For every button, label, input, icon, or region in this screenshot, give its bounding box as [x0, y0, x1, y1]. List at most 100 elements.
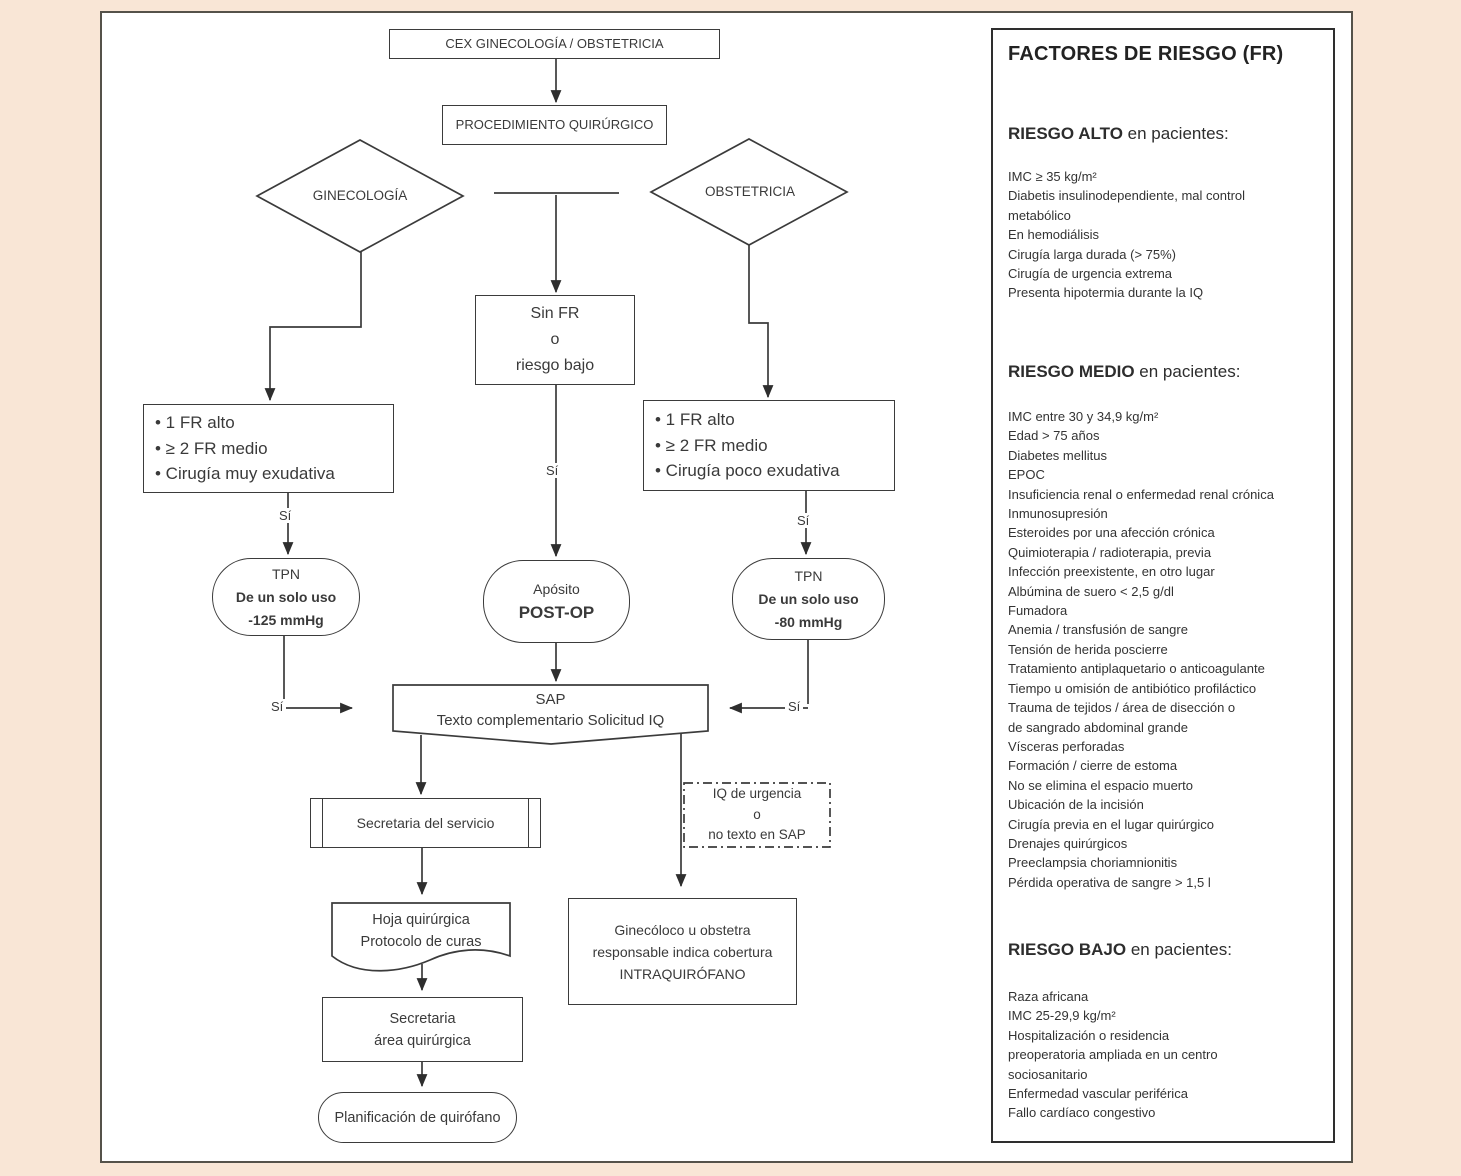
- ginecologia-label: GINECOLOGÍA: [262, 183, 458, 209]
- aposito-node: Apósito POST-OP: [483, 560, 630, 643]
- riesgo-medio-heading: RIESGO MEDIO en pacientes:: [1008, 362, 1325, 382]
- risk-item: Tensión de herida poscierre: [1008, 641, 1168, 657]
- sin-fr-line: Sin FR: [530, 305, 580, 322]
- planificacion-node: Planificación de quirófano: [318, 1092, 517, 1143]
- cex-node: CEX GINECOLOGÍA / OBSTETRICIA: [389, 29, 720, 59]
- risk-item: Fumadora: [1008, 603, 1068, 619]
- risk-item: IMC ≥ 35 kg/m²: [1008, 169, 1097, 184]
- risk-item: Cirugía larga durada (> 75%): [1008, 246, 1177, 262]
- obstetricia-criteria-node: • 1 FR alto• ≥ 2 FR medio• Cirugía poco …: [643, 400, 895, 491]
- tpn-left-line1: TPN: [272, 565, 300, 582]
- hoja-line: Protocolo de curas: [360, 934, 482, 950]
- riesgo-bajo-heading-suffix: en pacientes:: [1126, 940, 1232, 959]
- iq-urgencia-dashed-box: [683, 782, 831, 848]
- risk-item: Infección preexistente, en otro lugar: [1008, 564, 1215, 580]
- risk-item: sociosanitario: [1008, 1066, 1088, 1082]
- risk-item: Pérdida operativa de sangre > 1,5 l: [1008, 874, 1211, 890]
- intraquirofano-line: Ginecóloco u obstetra: [614, 921, 751, 938]
- obstetricia-text: OBSTETRICIA: [704, 184, 795, 200]
- risk-item: metabólico: [1008, 207, 1071, 223]
- risk-panel-title: FACTORES DE RIESGO (FR): [1008, 43, 1284, 65]
- si-label-tpn-left: Sí: [268, 699, 287, 714]
- sin-fr-node: Sin FR o riesgo bajo: [475, 295, 635, 385]
- tpn-left-node: TPN De un solo uso -125 mmHg: [212, 558, 360, 636]
- risk-item: Ubicación de la incisión: [1008, 797, 1144, 813]
- risk-item: de sangrado abdominal grande: [1008, 719, 1188, 735]
- si-label-obst: Sí: [794, 513, 813, 528]
- risk-item: preoperatoria ampliada en un centro: [1008, 1047, 1218, 1063]
- riesgo-alto-list: IMC ≥ 35 kg/m² Diabetis insulinodependien…: [1008, 167, 1325, 303]
- intraquirofano-line: INTRAQUIRÓFANO: [619, 965, 746, 982]
- secretaria-area-line: Secretaria: [389, 1010, 456, 1027]
- risk-item: Hospitalización o residencia: [1008, 1027, 1170, 1043]
- riesgo-bajo-heading: RIESGO BAJO en pacientes:: [1008, 940, 1325, 960]
- risk-item: Diabetis insulinodependiente, mal contro…: [1008, 188, 1246, 204]
- criteria-line: • ≥ 2 FR medio: [155, 438, 268, 458]
- secretaria-servicio-label: Secretaria del servicio: [356, 814, 495, 831]
- riesgo-bajo-heading-bold: RIESGO BAJO: [1008, 940, 1127, 959]
- risk-item: Formación / cierre de estoma: [1008, 758, 1178, 774]
- risk-item: Raza africana: [1008, 989, 1089, 1004]
- procedimiento-label: PROCEDIMIENTO QUIRÚRGICO: [455, 116, 654, 132]
- si-label-center: Sí: [543, 463, 562, 478]
- risk-item: Presenta hipotermia durante la IQ: [1008, 285, 1204, 301]
- risk-item: Cirugía previa en el lugar quirúrgico: [1008, 816, 1214, 832]
- tpn-right-line1: TPN: [794, 567, 823, 584]
- risk-item: No se elimina el espacio muerto: [1008, 777, 1193, 793]
- ginecologia-criteria-node: • 1 FR alto• ≥ 2 FR medio• Cirugía muy e…: [143, 404, 394, 493]
- iq-urgencia-line: o: [753, 806, 761, 822]
- risk-item: Diabetes mellitus: [1008, 447, 1107, 463]
- tpn-right-line2: De un solo uso: [758, 590, 859, 607]
- risk-item: Inmunosupresión: [1008, 506, 1108, 522]
- hoja-document-shape: [331, 902, 511, 972]
- planificacion-label: Planificación de quirófano: [334, 1109, 501, 1126]
- risk-item: Esteroides por una afección crónica: [1008, 525, 1215, 541]
- tpn-right-line3: -80 mmHg: [774, 613, 843, 630]
- si-label-gine: Sí: [276, 508, 295, 523]
- risk-item: Enfermedad vascular periférica: [1008, 1086, 1188, 1102]
- risk-item: Edad > 75 años: [1008, 428, 1100, 444]
- obstetricia-label: OBSTETRICIA: [655, 179, 845, 205]
- predefined-process-bar-right: [528, 798, 529, 848]
- arrow-obstetricia-to-criteria: [748, 245, 774, 399]
- ginecologia-diamond: [255, 139, 465, 253]
- sap-line2: Texto complementario Solicitud IQ: [436, 712, 665, 729]
- risk-item: En hemodiálisis: [1008, 227, 1100, 243]
- iq-urgencia-line: IQ de urgencia: [712, 786, 802, 802]
- risk-item: IMC entre 30 y 34,9 kg/m²: [1008, 409, 1159, 424]
- riesgo-alto-heading-suffix: en pacientes:: [1122, 124, 1229, 143]
- obstetricia-diamond: [649, 138, 849, 246]
- riesgo-alto-heading: RIESGO ALTO en pacientes:: [1008, 124, 1325, 144]
- secretaria-servicio-node: Secretaria del servicio: [310, 798, 541, 848]
- sap-banner-shape: [392, 684, 709, 745]
- risk-item: Trauma de tejidos / área de disección o: [1008, 700, 1236, 716]
- riesgo-medio-heading-suffix: en pacientes:: [1134, 362, 1241, 381]
- arrow-ginecologia-to-criteria: [264, 252, 362, 402]
- criteria-line: • 1 FR alto: [155, 413, 235, 433]
- risk-item: Tratamiento antiplaquetario o anticoagul…: [1008, 661, 1265, 677]
- ginecologia-text: GINECOLOGÍA: [312, 188, 408, 204]
- riesgo-alto-heading-bold: RIESGO ALTO: [1008, 124, 1123, 143]
- sin-fr-line: riesgo bajo: [515, 357, 595, 374]
- risk-item: Quimioterapia / radioterapia, previa: [1008, 544, 1212, 560]
- criteria-line: • 1 FR alto: [655, 410, 735, 430]
- risk-item: Drenajes quirúrgicos: [1008, 835, 1128, 851]
- aposito-line2: POST-OP: [518, 603, 595, 622]
- hoja-line: Hoja quirúrgica: [372, 912, 470, 928]
- sap-line1: SAP: [535, 691, 566, 708]
- risk-item: Anemia / transfusión de sangre: [1008, 622, 1188, 638]
- predefined-process-bar-left: [322, 798, 323, 848]
- sin-fr-line: o: [550, 331, 560, 348]
- risk-item: Vísceras perforadas: [1008, 738, 1125, 754]
- risk-item: Preeclampsia choriamnionitis: [1008, 855, 1178, 871]
- aposito-line1: Apósito: [533, 581, 580, 597]
- tpn-left-line3: -125 mmHg: [248, 611, 324, 628]
- criteria-line: • ≥ 2 FR medio: [655, 435, 768, 455]
